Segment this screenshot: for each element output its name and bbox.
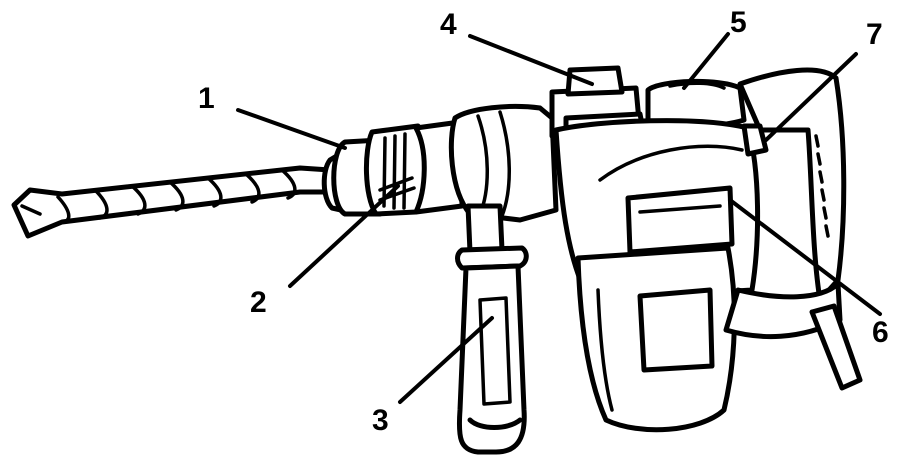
label-2: 2 <box>250 286 267 319</box>
leader-4 <box>468 34 594 86</box>
label-6: 6 <box>872 316 889 349</box>
callout-labels: 1 2 3 4 5 6 7 <box>198 6 889 437</box>
chuck <box>321 123 428 217</box>
leader-5 <box>682 32 730 90</box>
drill-bit <box>11 165 335 239</box>
leader-1 <box>236 108 347 150</box>
leader-7 <box>764 52 858 142</box>
front-collar <box>413 104 559 223</box>
rear-handle <box>723 67 863 391</box>
label-7: 7 <box>866 18 883 51</box>
motor-housing <box>553 118 761 433</box>
auxiliary-handle <box>455 203 529 455</box>
leader-lines <box>236 32 882 404</box>
label-3: 3 <box>372 404 389 437</box>
label-5: 5 <box>730 6 747 39</box>
leader-6 <box>728 198 882 316</box>
label-4: 4 <box>440 8 457 41</box>
label-1: 1 <box>198 82 215 115</box>
leader-3 <box>398 316 494 404</box>
leader-2 <box>288 184 400 288</box>
